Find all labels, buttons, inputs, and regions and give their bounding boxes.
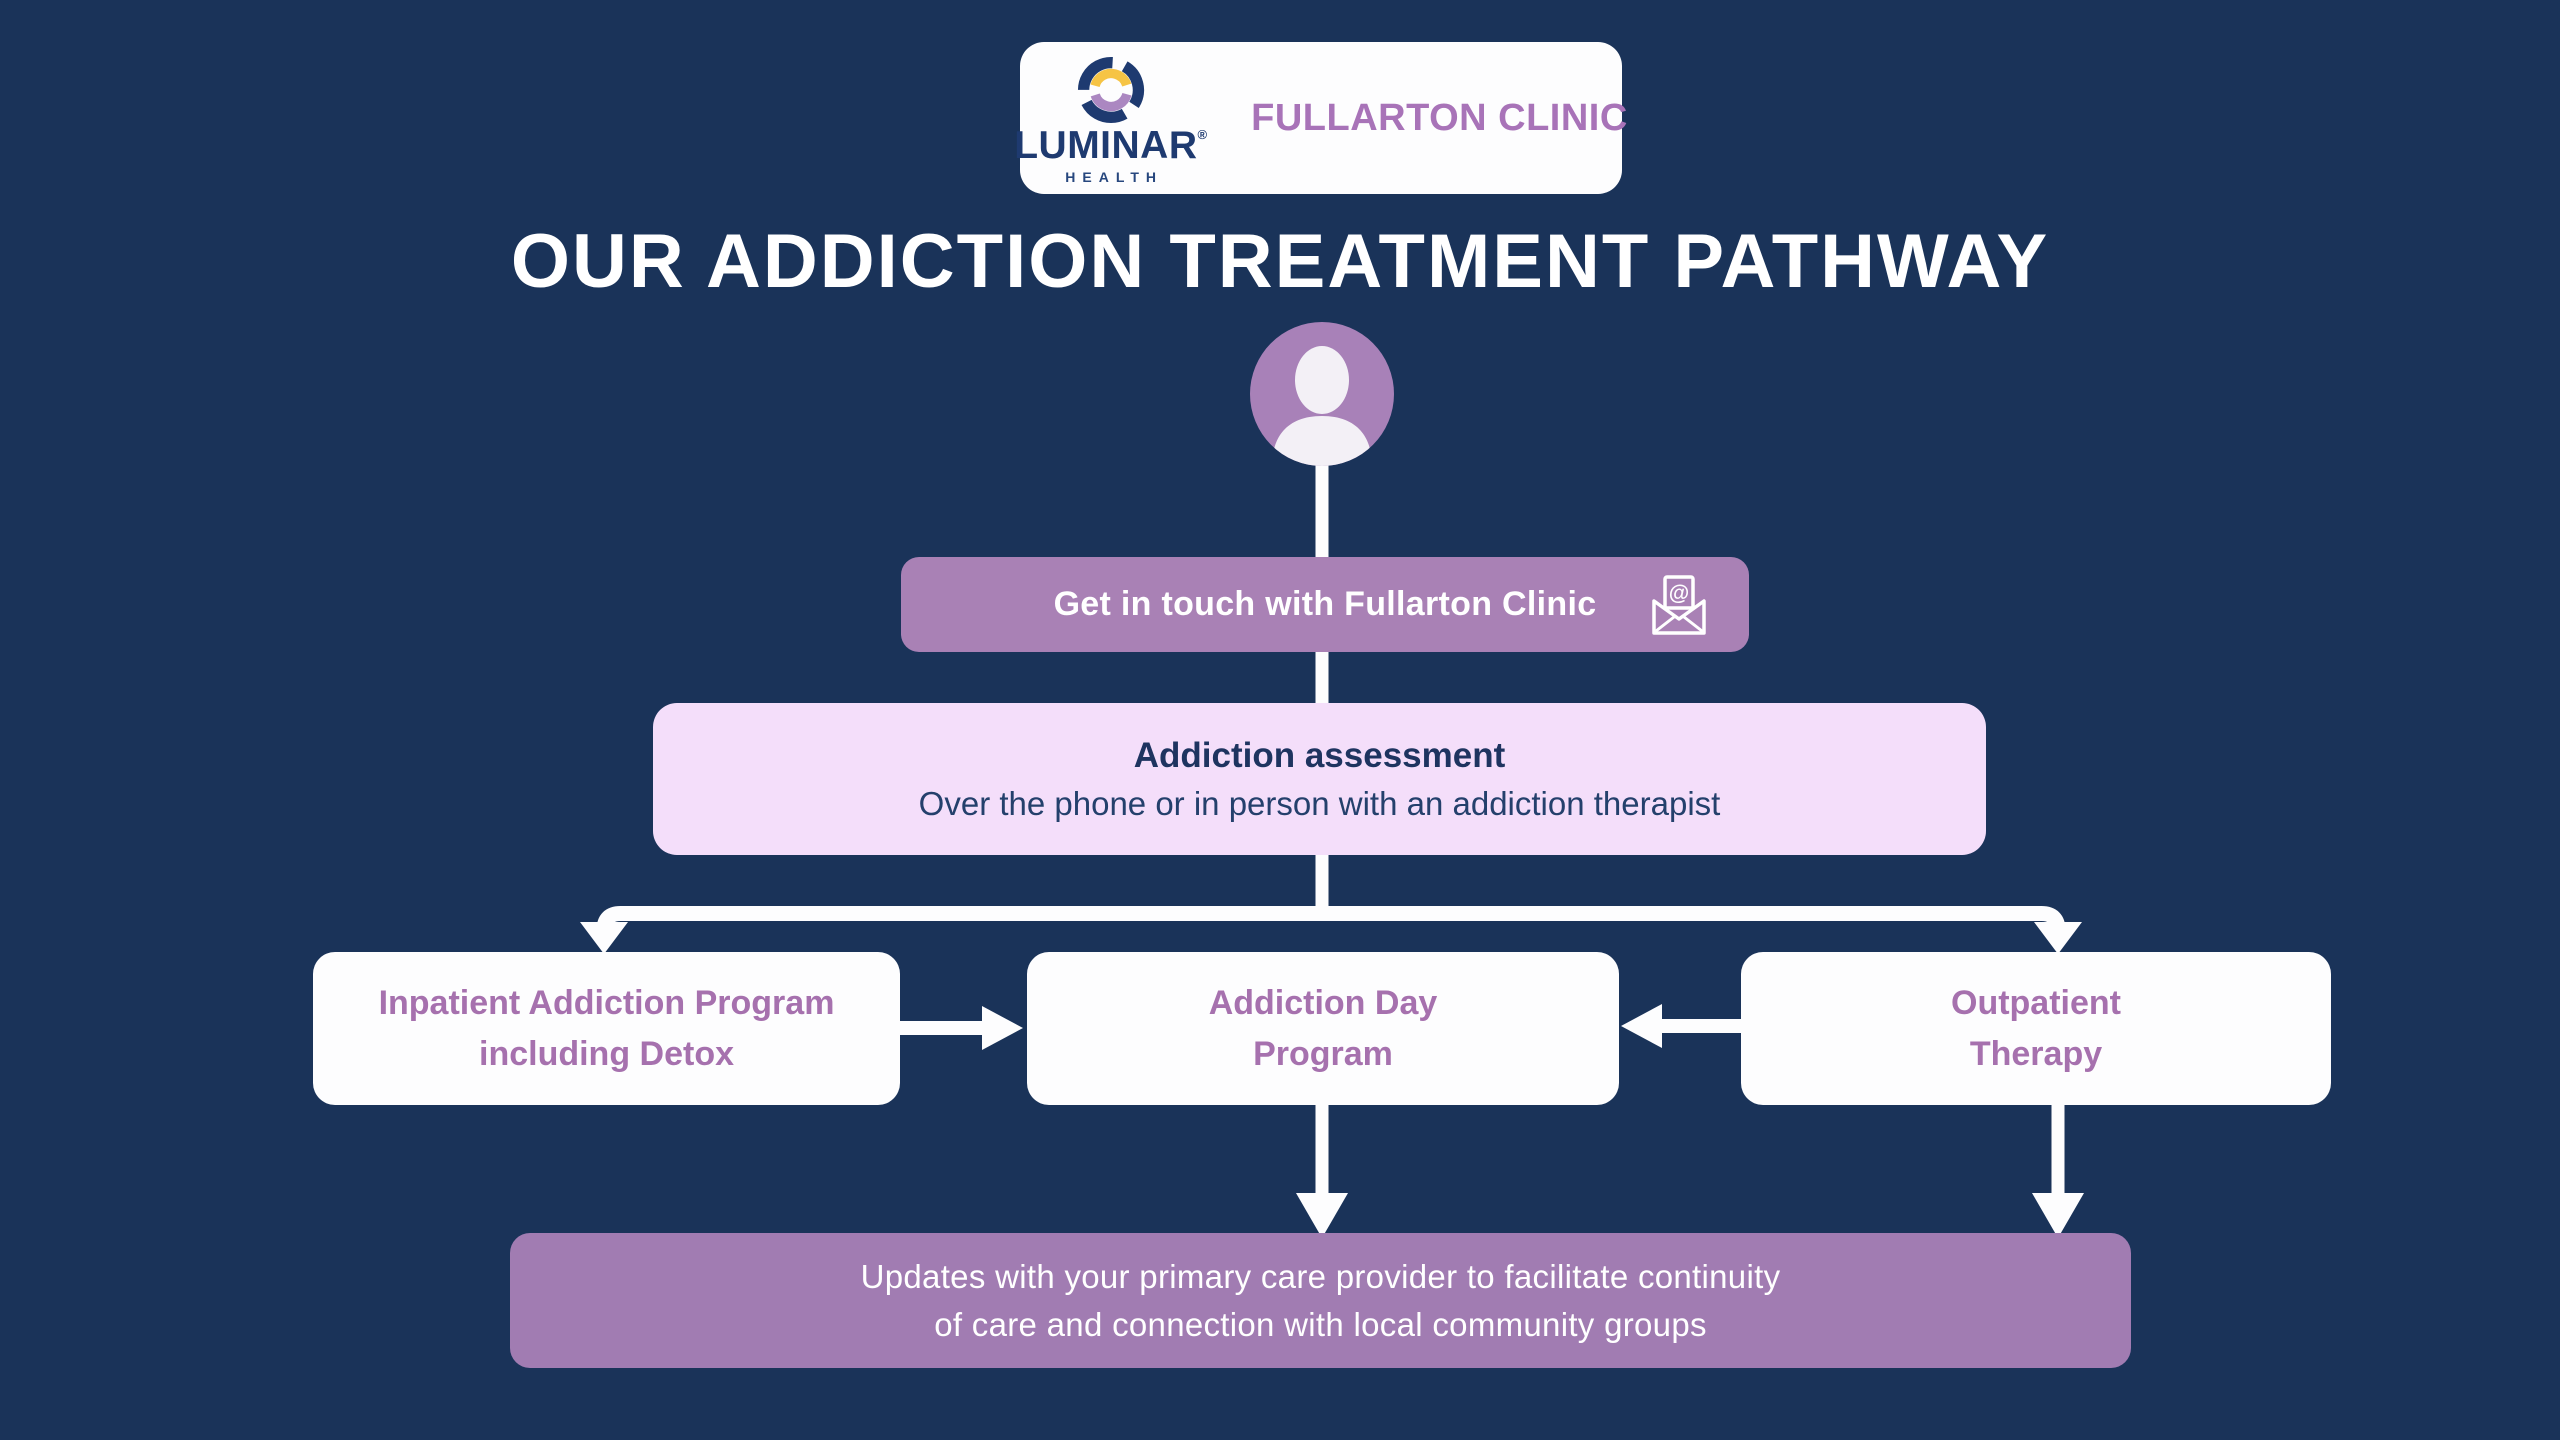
step-outpatient-therapy: Outpatient Therapy: [1741, 952, 2331, 1105]
page-title: OUR ADDICTION TREATMENT PATHWAY: [510, 219, 2050, 304]
person-avatar-icon: [1250, 322, 1394, 466]
connector-outpatient-to-outcome: [2051, 1103, 2065, 1195]
arrowhead-branch-left: [580, 922, 628, 954]
connector-inpatient-to-day: [898, 1021, 986, 1035]
outcome-line1: Updates with your primary care provider …: [860, 1257, 1781, 1295]
assessment-title: Addiction assessment: [1133, 735, 1506, 775]
outcome-line2: of care and connection with local commun…: [934, 1305, 1707, 1343]
brand-subtitle: HEALTH: [1065, 168, 1164, 185]
connector-day-to-outcome: [1315, 1103, 1329, 1195]
step-addiction-assessment: Addiction assessment Over the phone or i…: [653, 703, 1986, 855]
connector-branch-bar: [596, 906, 2066, 931]
arrowhead-outpatient-to-outcome: [2032, 1193, 2084, 1238]
outpatient-label-line2: Therapy: [1969, 1034, 2103, 1073]
get-in-touch-label: Get in touch with Fullarton Clinic: [1053, 585, 1597, 623]
arrowhead-branch-right: [2034, 922, 2082, 954]
registered-trademark: ®: [1197, 126, 1208, 142]
step-day-program: Addiction Day Program: [1027, 952, 1619, 1105]
assessment-subtitle: Over the phone or in person with an addi…: [918, 784, 1721, 822]
inpatient-label-line2: including Detox: [479, 1034, 734, 1073]
luminar-ring-icon: [1077, 56, 1144, 123]
arrowhead-outpatient-to-day: [1621, 1004, 1662, 1048]
arrowhead-day-to-outcome: [1296, 1193, 1348, 1238]
day-program-label-line2: Program: [1253, 1034, 1393, 1073]
step-get-in-touch: Get in touch with Fullarton Clinic @: [901, 557, 1749, 652]
step-primary-care-updates: Updates with your primary care provider …: [510, 1233, 2131, 1368]
svg-text:@: @: [1669, 582, 1689, 605]
clinic-name: FULLARTON CLINIC: [1251, 96, 1628, 139]
day-program-label-line1: Addiction Day: [1208, 983, 1438, 1022]
luminar-logo: LUMINAR ® HEALTH: [1014, 56, 1207, 185]
inpatient-label-line1: Inpatient Addiction Program: [378, 983, 835, 1022]
outpatient-label-line1: Outpatient: [1951, 983, 2121, 1022]
arrowhead-inpatient-to-day: [982, 1006, 1023, 1050]
clinic-logo-card: LUMINAR ® HEALTH FULLARTON CLINIC: [1014, 42, 1627, 194]
step-inpatient-program: Inpatient Addiction Program including De…: [313, 952, 900, 1105]
envelope-at-icon: @: [1652, 575, 1706, 635]
connector-outpatient-to-day: [1658, 1019, 1742, 1033]
brand-name: LUMINAR: [1014, 123, 1198, 167]
